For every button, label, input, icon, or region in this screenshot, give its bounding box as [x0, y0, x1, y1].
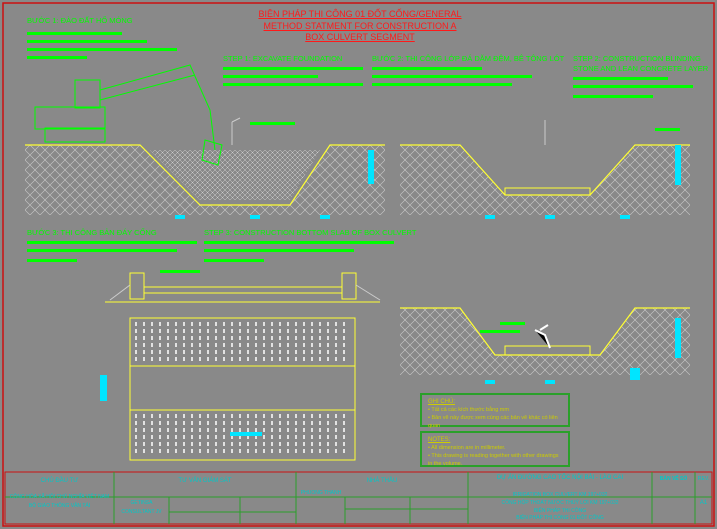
annotation-bar — [27, 48, 177, 51]
culvert-plan — [100, 317, 356, 461]
trench-step1 — [25, 64, 385, 219]
notes-vi-item: Bản vẽ này được xem cùng các bản vẽ khác… — [428, 415, 558, 429]
annotation-bar — [573, 77, 668, 80]
annotation-bar — [204, 259, 264, 262]
notes-vi-item: Tất cả các kích thước bằng mm — [431, 407, 509, 413]
annotation-bar — [27, 241, 197, 244]
notes-en-box: NOTES: • All dimension are in millimeter… — [420, 431, 570, 467]
contractor-label: NHÀ THẦU — [366, 478, 398, 484]
sheet-title-line1: BIỆN PHÁP THI CÔNG 01 ĐỐT CỐNG/GENERAL — [258, 9, 462, 19]
project-name: DỰ ÁN ĐƯỜNG CAO TỐC NỘI BÀI - LÀO CAI — [496, 475, 624, 481]
annotation-bar — [204, 249, 354, 252]
drawing-desc-1: IRRIGATION BOX CULVERT KM 197+032 — [512, 492, 608, 498]
annotation-bar — [480, 330, 520, 333]
annotation-bar — [223, 67, 363, 70]
title-block-grid — [4, 471, 713, 525]
notes-en-item: This drawing is reading together with ot… — [428, 453, 559, 467]
trench-step2 — [400, 120, 690, 219]
rev-label: REV. — [697, 476, 710, 482]
sheet-title-line3: BOX CULVERT SEGMENT — [305, 32, 415, 42]
owner-name-2: BỘ GIAO THÔNG VẬN TẢI — [28, 503, 91, 509]
annotation-bar — [655, 128, 680, 131]
drawing-desc-4: BIỆN PHÁP THI CÔNG 01 ĐỐT CỐNG — [516, 515, 604, 521]
annotation-bar — [372, 67, 482, 70]
annotation-bar — [223, 83, 363, 86]
drawing-no-label: BẢN VẼ SỐ — [659, 476, 688, 482]
rev-value: A1 — [699, 500, 708, 506]
annotation-bar — [573, 95, 653, 98]
annotation-bar — [223, 75, 318, 78]
annotation-bar — [372, 75, 532, 78]
culvert-elevation — [105, 272, 381, 303]
annotation-bar — [27, 40, 147, 43]
annotation-bar — [500, 322, 525, 325]
annotation-bar — [27, 259, 77, 262]
supervisor-label: TƯ VẤN GIÁM SÁT — [178, 478, 232, 484]
owner-name-1: CỘNG HÒA XÃ HỘI CHỦ NGHĨA VIỆT NAM — [9, 494, 110, 500]
supervisor-name-2: CONSULTANT JV — [121, 509, 162, 515]
step1-vi-heading: BƯỚC 1: ĐÀO ĐẤT HỐ MÓNG — [27, 16, 133, 25]
notes-en-item: All dimension are in millimeter. — [431, 445, 506, 451]
drawing-desc-3: BIỆN PHÁP THI CÔNG — [533, 508, 587, 514]
step3-en-heading: STEP 3: CONSTRUCTION BOTTOM SLAB OF BOX … — [204, 228, 417, 237]
owner-label: CHỦ ĐẦU TƯ — [40, 478, 79, 484]
annotation-bar — [160, 270, 200, 273]
annotation-bar — [27, 249, 177, 252]
drawing-desc-2: CỐNG HỘP THOÁT NƯỚC THUỶ LỢI KM 197+032 — [501, 500, 619, 506]
annotation-bar — [27, 56, 87, 59]
supervisor-name-1: GETINSA — [130, 500, 153, 506]
notes-en-title: NOTES: — [428, 437, 451, 443]
contractor-name: PHUONG THANH — [300, 490, 342, 496]
step3-vi-heading: BƯỚC 3: THI CÔNG BẢN ĐÁY CỐNG — [27, 228, 157, 237]
step1-en-heading: STEP 1: EXCAVATE FOUNDATION — [223, 54, 343, 63]
annotation-bar — [204, 241, 394, 244]
notes-vi-title: GHI CHÚ: — [428, 399, 455, 405]
trench-step3 — [400, 307, 690, 384]
step2-en-heading-1: STEP 2: CONSTRUCTION BLINDING — [573, 54, 701, 63]
sheet-title-line2: METHOD STATMENT FOR CONSTRUCTION A — [263, 21, 457, 31]
notes-vi-box: GHI CHÚ: • Tất cả các kích thước bằng mm… — [420, 393, 570, 429]
annotation-bar — [250, 122, 295, 125]
step2-vi-heading: BƯỚC 2: THI CÔNG LỚP ĐÁ DĂM ĐỆM, BÊ TÔNG… — [372, 54, 565, 63]
annotation-bar — [372, 83, 512, 86]
annotation-bar — [573, 85, 693, 88]
step2-en-heading-2: STONE AND LEAN CONCRETE LAYER — [573, 64, 709, 73]
annotation-bar — [27, 32, 122, 35]
